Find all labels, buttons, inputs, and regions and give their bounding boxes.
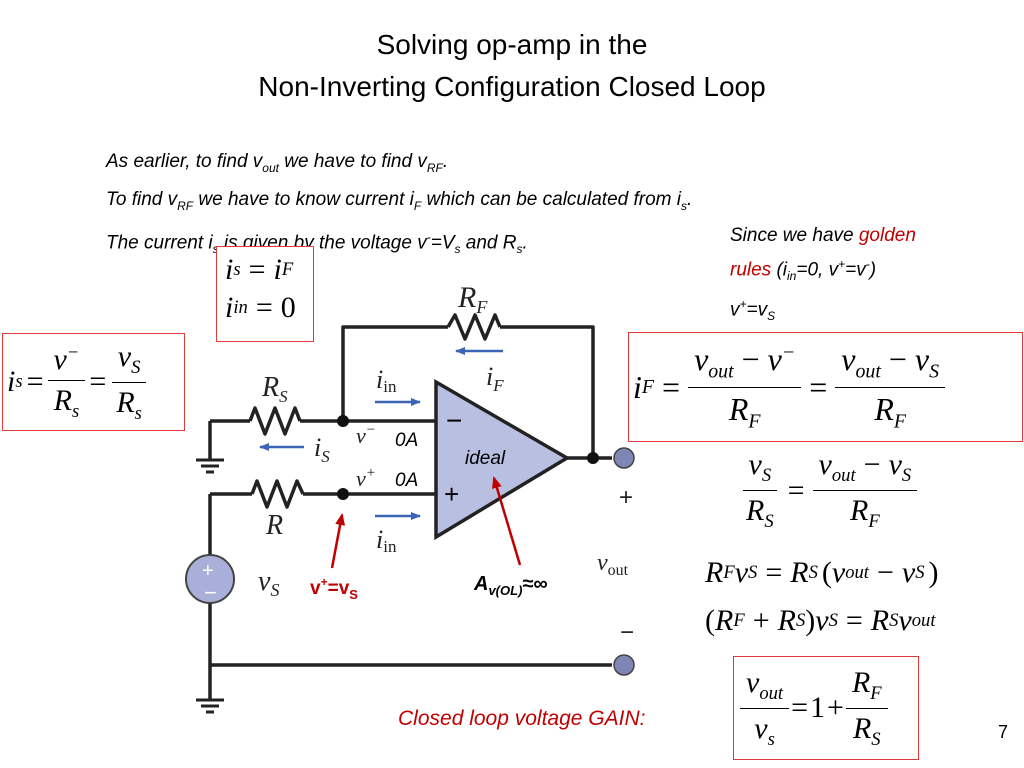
intro-line-2: To find vRF we have to know current iF w… xyxy=(106,188,693,213)
label-rf: RF xyxy=(457,281,488,317)
opamp-triangle xyxy=(434,378,571,541)
label-iin-top: iin xyxy=(376,365,397,396)
label-vs: vS xyxy=(258,566,279,600)
annotation-open-loop-gain: Av(OL)≈∞ xyxy=(473,573,548,598)
label-rs: RS xyxy=(261,372,288,406)
label-zero-amp-top: 0A xyxy=(395,430,418,451)
wire-feedback-left xyxy=(341,325,448,421)
golden-highlight: golden xyxy=(858,225,916,246)
label-r: R xyxy=(265,510,283,541)
golden-rules-note: Since we have golden rules (iin=0, v+=v-… xyxy=(730,225,916,324)
output-plus-sign: + xyxy=(619,484,633,511)
source-plus-sign: + xyxy=(202,560,214,582)
annotation-vplus-equals-vs: v+=vS xyxy=(310,575,358,602)
label-zero-amp-bottom: 0A xyxy=(395,470,418,491)
resistor-rs xyxy=(248,406,302,436)
slide-title-line1: Solving op-amp in the xyxy=(376,29,648,60)
resistor-r xyxy=(250,479,305,509)
label-vminus: v− xyxy=(356,422,376,448)
intro-line-3: The current is is given by the voltage v… xyxy=(106,229,528,256)
output-terminal-bottom xyxy=(613,654,635,676)
opamp-ideal-label: ideal xyxy=(465,448,506,469)
source-minus-sign: − xyxy=(204,580,217,605)
opamp-plus-sign: + xyxy=(444,479,459,509)
label-iin-bottom: iin xyxy=(376,525,397,556)
junction-noninverting xyxy=(337,488,349,500)
arrow-vplus-annotation xyxy=(330,513,346,569)
frac-vout-minus-vminus-over-rf: vout−v−RF xyxy=(688,341,802,433)
closed-loop-gain-caption: Closed loop voltage GAIN: xyxy=(398,707,646,730)
voltage-source xyxy=(185,554,235,604)
output-terminal-top xyxy=(613,447,635,469)
label-if: iF xyxy=(486,362,504,395)
ground-symbol-top xyxy=(196,458,224,474)
circuit-diagram: − + ideal + − RF RS R iin iF iS iin v− v… xyxy=(185,281,635,714)
junction-inverting xyxy=(337,415,349,427)
wire-feedback-right xyxy=(500,325,595,458)
slide-title-line2: Non-Inverting Configuration Closed Loop xyxy=(258,71,766,102)
arrow-gain-annotation xyxy=(492,476,522,566)
junction-output xyxy=(587,452,599,464)
ground-symbol-bottom xyxy=(196,698,224,714)
output-minus-sign: − xyxy=(620,619,634,646)
label-vout: vout xyxy=(597,550,629,579)
frac-vminus-over-rs: v−Rs xyxy=(47,342,86,423)
rules-highlight: rules xyxy=(730,259,772,281)
label-vplus: v+ xyxy=(356,465,376,491)
page-number: 7 xyxy=(998,722,1009,742)
label-is: iS xyxy=(314,433,330,466)
intro-text: As earlier, to find vout we have to find… xyxy=(106,146,706,265)
opamp-minus-sign: − xyxy=(446,405,462,436)
resistor-rf xyxy=(446,313,502,341)
intro-line-1: As earlier, to find vout we have to find… xyxy=(106,151,449,175)
